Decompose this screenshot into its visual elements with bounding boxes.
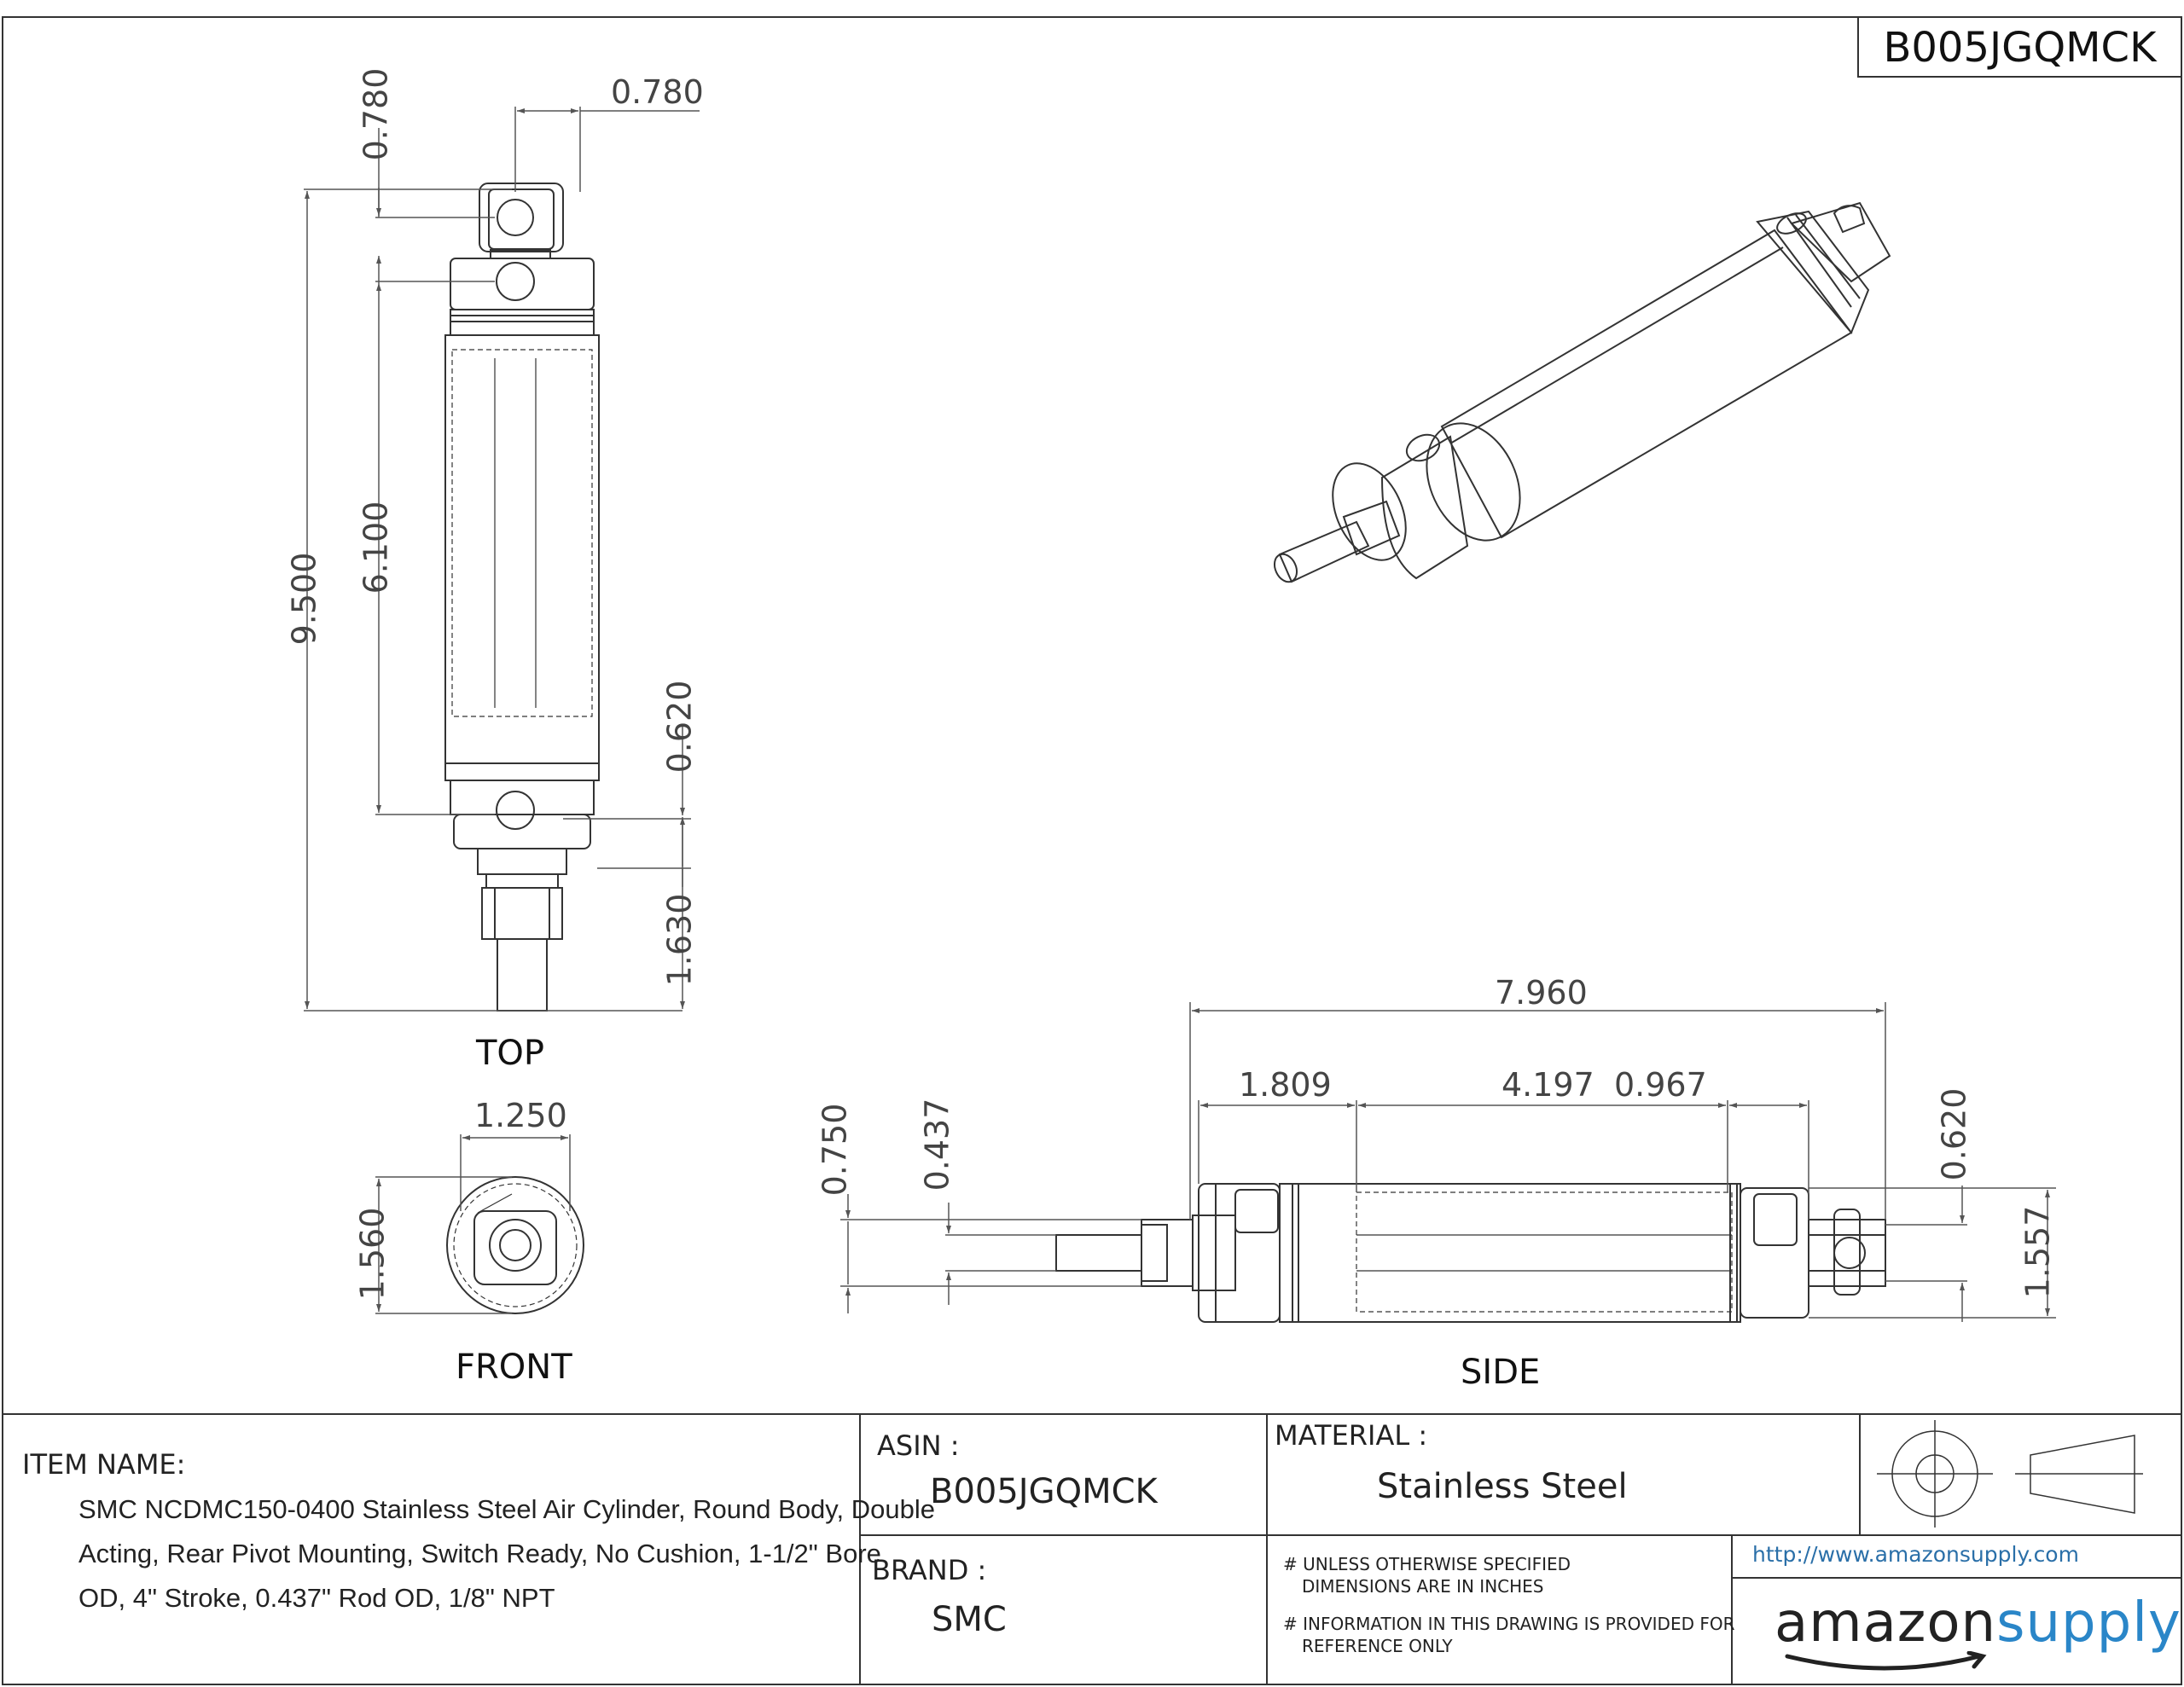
top-view-cylinder <box>444 183 600 1012</box>
part-code: B005JGQMCK <box>1883 24 2157 72</box>
item-name-line-2: Acting, Rear Pivot Mounting, Switch Read… <box>78 1539 881 1568</box>
dim-side-b: 4.197 <box>1502 1066 1594 1104</box>
dim-side-c: 0.967 <box>1614 1066 1707 1104</box>
item-name-label: ITEM NAME: <box>22 1448 186 1481</box>
isometric-view-cylinder <box>1273 201 1891 583</box>
dim-top-rod: 1.630 <box>660 893 699 987</box>
amazonsupply-logo: amazonsupply <box>1774 1591 2181 1655</box>
dim-side-rod-dia: 0.437 <box>918 1098 956 1191</box>
view-label-top: TOP <box>476 1034 545 1073</box>
front-view-dims <box>375 1134 571 1314</box>
dim-side-a: 1.809 <box>1239 1066 1332 1104</box>
note-reference-line-1: # INFORMATION IN THIS DRAWING IS PROVIDE… <box>1283 1614 1735 1634</box>
dim-top-body: 6.100 <box>357 501 395 594</box>
title-block-frame <box>3 1413 2181 1684</box>
asin-label: ASIN : <box>877 1429 960 1462</box>
dim-top-width: 0.780 <box>611 73 704 111</box>
projection-symbol <box>1877 1420 2143 1528</box>
dim-side-left-outer: 0.750 <box>816 1103 854 1197</box>
view-label-front: FRONT <box>456 1348 572 1387</box>
dim-side-right-small: 0.620 <box>1935 1087 1973 1181</box>
side-view-dims <box>840 1002 2056 1322</box>
dim-front-height: 1.560 <box>353 1207 392 1301</box>
amazon-smile-icon <box>1785 1651 1987 1671</box>
item-name-line-1: SMC NCDMC150-0400 Stainless Steel Air Cy… <box>78 1494 935 1524</box>
note-units-line-2: DIMENSIONS ARE IN INCHES <box>1302 1576 1544 1597</box>
item-name-line-3: OD, 4" Stroke, 0.437" Rod OD, 1/8" NPT <box>78 1583 555 1613</box>
note-units-line-1: # UNLESS OTHERWISE SPECIFIED <box>1283 1554 1571 1574</box>
view-label-side: SIDE <box>1461 1353 1541 1392</box>
side-view-cylinder <box>1055 1183 1886 1323</box>
sheet-border <box>2 16 2182 1685</box>
brand-label: BRAND : <box>872 1554 987 1586</box>
material-label: MATERIAL : <box>1275 1419 1428 1452</box>
logo-supply-text: supply <box>1996 1591 2181 1655</box>
dim-top-nose: 0.620 <box>660 680 699 774</box>
brand-value: SMC <box>932 1600 1007 1639</box>
top-view-dims <box>304 107 700 1012</box>
front-view-cylinder <box>446 1176 584 1314</box>
dim-top-overall: 9.500 <box>285 552 323 646</box>
dim-side-right-height: 1.557 <box>2018 1205 2057 1299</box>
asin-value: B005JGQMCK <box>930 1472 1158 1511</box>
material-value: Stainless Steel <box>1377 1467 1628 1506</box>
website-link[interactable]: http://www.amazonsupply.com <box>1752 1542 2079 1567</box>
dim-top-eye-height: 0.780 <box>357 67 395 161</box>
part-code-box <box>1857 16 2182 78</box>
dim-side-overall: 7.960 <box>1495 974 1588 1012</box>
note-reference-line-2: REFERENCE ONLY <box>1302 1636 1453 1656</box>
dim-front-width: 1.250 <box>474 1097 567 1134</box>
logo-amazon-text: amazon <box>1774 1591 1997 1655</box>
